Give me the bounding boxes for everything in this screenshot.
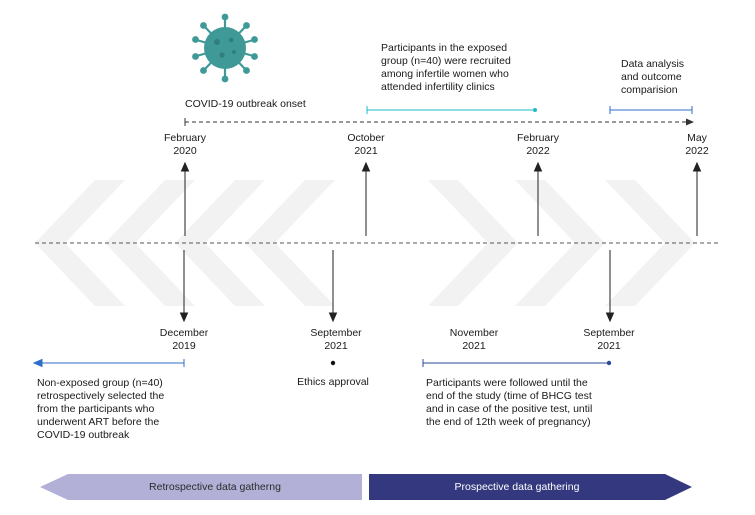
exposed-group-note-line: among infertile women who: [381, 68, 509, 80]
date-year: 2019: [172, 340, 196, 352]
date-year: 2020: [173, 145, 197, 157]
date-september-2021-ethics: September 2021: [296, 327, 376, 353]
date-month: November: [449, 327, 499, 339]
date-month: September: [310, 327, 362, 339]
exposed-group-bracket: [366, 106, 535, 114]
date-year: 2022: [526, 145, 550, 157]
non-exposed-note-line: retrospectively selected the: [37, 390, 165, 402]
chevron-right-3: [605, 180, 695, 306]
date-february-2020: February 2020: [145, 132, 225, 158]
date-year: 2021: [597, 340, 621, 352]
date-october-2021: October 2021: [326, 132, 406, 158]
follow-up-note: Participants were followed until the end…: [426, 377, 592, 429]
analysis-note: Data analysis and outcome comparision: [621, 58, 684, 97]
follow-up-bracket-dot: [606, 360, 612, 366]
retrospective-band: [40, 474, 362, 500]
follow-up-note-line: end of the study (time of BHCG test: [426, 390, 592, 402]
analysis-note-line: and outcome: [621, 71, 682, 83]
date-february-2022: February 2022: [498, 132, 578, 158]
date-year: 2022: [685, 145, 709, 157]
follow-up-note-line: the end of 12th week of pregnancy): [426, 416, 591, 428]
non-exposed-note-line: Non-exposed group (n=40): [37, 377, 163, 389]
follow-up-note-line: Participants were followed until the: [426, 377, 588, 389]
date-year: 2021: [462, 340, 486, 352]
date-december-2019: December 2019: [144, 327, 224, 353]
exposed-group-note-line: Participants in the exposed: [381, 42, 508, 54]
analysis-note-line: comparision: [621, 84, 678, 96]
date-may-2022: May 2022: [657, 132, 737, 158]
top-arrows: [180, 161, 702, 236]
date-year: 2021: [354, 145, 378, 157]
exposed-group-note-line: attended infertility clinics: [381, 81, 495, 93]
analysis-note-line: Data analysis: [621, 58, 685, 70]
non-exposed-note: Non-exposed group (n=40) retrospectively…: [37, 377, 164, 442]
exposed-group-note: Participants in the exposed group (n=40)…: [381, 42, 511, 94]
top-timeline-arrowhead: [686, 118, 694, 126]
virus-icon: [192, 13, 258, 83]
exposed-group-note-line: group (n=40) were recruited: [381, 55, 511, 67]
date-month: May: [687, 132, 707, 144]
date-september-2021-followup: September 2021: [569, 327, 649, 353]
exposed-group-bracket-dot: [533, 108, 537, 112]
non-exposed-note-line: underwent ART before the: [37, 416, 160, 428]
non-exposed-note-line: COVID-19 outbreak: [37, 429, 130, 441]
non-exposed-note-line: from the participants who: [37, 403, 155, 415]
date-month: December: [159, 327, 209, 339]
prospective-band: [369, 474, 692, 500]
prospective-band-label: Prospective data gathering: [454, 481, 580, 493]
date-month: September: [583, 327, 635, 339]
date-month: October: [347, 132, 385, 144]
date-year: 2021: [324, 340, 348, 352]
non-exposed-bracket: [32, 358, 185, 368]
analysis-bracket: [609, 106, 693, 114]
background-chevrons: [35, 180, 695, 306]
retrospective-band-label: Retrospective data gatherng: [149, 481, 281, 493]
date-month: February: [516, 132, 559, 144]
chevron-right-2: [515, 180, 605, 306]
date-month: February: [163, 132, 206, 144]
outbreak-label: COVID-19 outbreak onset: [185, 98, 306, 110]
bottom-arrows: [179, 250, 615, 323]
date-november-2021: November 2021: [434, 327, 514, 353]
follow-up-note-line: and in case of the positive test, until: [426, 403, 593, 415]
follow-up-bracket: [422, 359, 609, 367]
ethics-dot: [330, 360, 336, 366]
ethics-approval-label: Ethics approval: [297, 376, 369, 388]
